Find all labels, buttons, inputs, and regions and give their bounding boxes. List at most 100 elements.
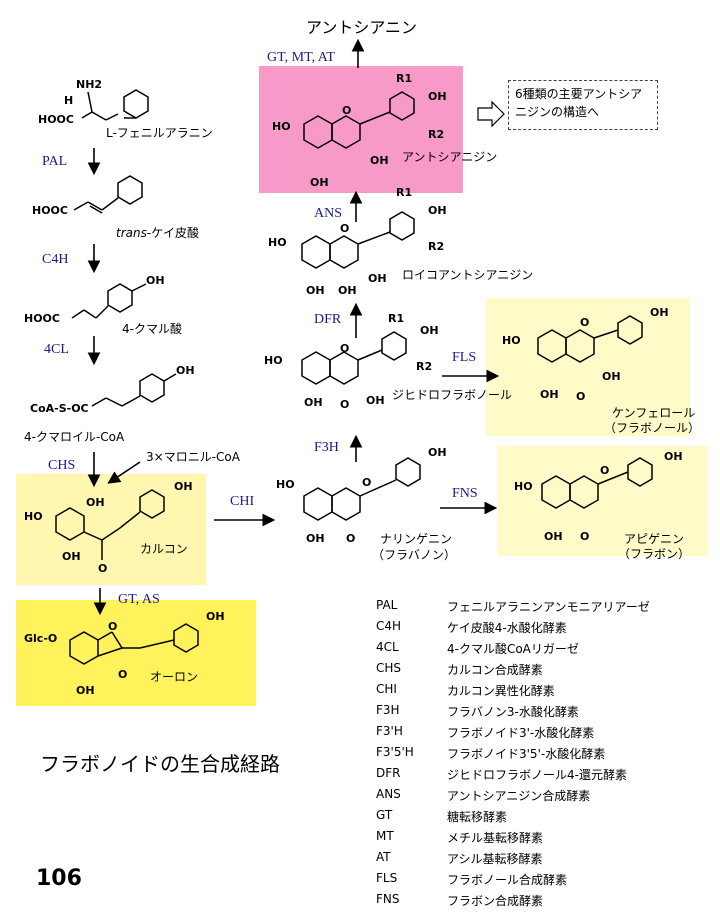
dihydroflavonol-label: ジヒドロフラボノール [392,388,513,402]
enzyme-dfr: DFR [314,312,342,327]
legend-abbr: F3H [376,703,400,717]
enzyme-ans: ANS [314,206,343,221]
atom-oh-naringenin-b: OH [428,446,447,459]
atom-o-aurone: O [118,668,128,681]
kaempferol-ring-a [537,329,567,363]
legend-name: 糖転移酵素 [447,810,508,824]
legend-name: カルコン合成酵素 [447,663,543,677]
atom-glc-o: Glc-O [24,632,58,645]
atom-oh-chalcone-6: OH [62,550,81,563]
enzyme-pal: PAL [42,154,68,169]
atom-oh-antho-5: OH [310,176,329,189]
legend-name: アントシアニジン合成酵素 [447,789,591,803]
legend-abbr: F3'H [376,724,403,738]
atom-o-antho-ring: O [342,104,352,117]
atom-o-kaempferol-ring: O [580,316,590,329]
legend-name: アシル基転移酵素 [447,852,543,866]
legend-abbr: C4H [376,619,402,633]
atom-o-chalcone: O [98,562,108,575]
flavonol-panel [486,298,690,436]
anthocyanidin-panel [259,66,463,193]
coumaric-ring [107,283,133,313]
atom-hooc-3: HOOC [24,312,60,325]
atom-oh-antho-b: OH [428,90,447,103]
legend-name: フェニルアラニンアンモニアリアーゼ [447,600,650,614]
aurone-ring-b [173,623,199,653]
coumaroyl-ring [139,373,165,403]
enzyme-gt-mt-at: GT, MT, AT [267,50,335,65]
atom-o-naringenin: O [346,532,356,545]
legend-abbr: FLS [376,871,398,885]
aurone-panel [16,600,256,706]
atom-r2-antho: R2 [428,128,445,141]
naringenin-ring-b [395,457,421,487]
atom-o-aurone-ring: O [108,620,118,633]
apigenin-label: アピゲニン [624,532,685,546]
atom-ho-chalcone: HO [24,510,43,523]
naringenin-label: ナリンゲニン [380,532,453,546]
legend-name: フラボノール合成酵素 [447,873,568,887]
enzyme-c4h: C4H [42,252,69,267]
atom-o-dihydro-ring: O [340,342,350,355]
leuco-ring-b [389,211,415,241]
kaempferol-label: ケンフェロール [612,406,696,420]
legend-abbr: CHS [376,661,402,675]
legend-name: 4-クマル酸CoAリガーゼ [447,642,579,656]
chalcone-panel [16,474,206,585]
anthocyanidin-label: アントシアニジン [402,150,498,164]
enzyme-chs: CHS [48,458,76,473]
legend-name: フラボノイド3'-水酸化酵素 [447,726,595,740]
atom-ho-antho: HO [272,120,291,133]
atom-r1-dihydro: R1 [388,312,405,325]
atom-oh-chalcone-2: OH [86,496,105,509]
atom-oh-leuco-4: OH [338,284,357,297]
atom-oh-apigenin-5: OH [544,530,563,543]
malonyl-coa-label: 3×マロニル-CoA [146,450,240,464]
atom-ho-dihydro: HO [264,354,283,367]
dihydroflavonol-ring-c [329,351,359,385]
legend-name: フラボノイド3'5'-水酸化酵素 [447,747,606,761]
legend-abbr: FNS [376,892,400,906]
cinnamic-label: trans-ケイ皮酸 [116,224,199,241]
note-box: 6種類の主要アントシアニジンの構造へ [508,80,658,130]
atom-o-apigenin-ring: O [600,464,610,477]
flavone-panel [498,446,708,556]
atom-oh-kaempferol-5: OH [540,388,559,401]
atom-nh2: NH2 [76,78,103,91]
atom-o-naringenin-ring: O [362,476,372,489]
legend-abbr: ANS [376,787,401,801]
dihydroflavonol-ring-a [301,351,331,385]
atom-hooc-2: HOOC [32,204,68,217]
apigenin-ring-b [627,457,653,487]
naringenin-ring-a [303,487,333,521]
leucoanthocyanidin-label: ロイコアントシアニジン [402,268,534,282]
atom-oh-aurone-b: OH [206,610,225,623]
aurone-label: オーロン [150,670,199,684]
kaempferol-ring-c [565,329,595,363]
legend-abbr: 4CL [376,640,399,654]
atom-oh-leuco-b: OH [428,204,447,217]
apigenin-ring-a [541,475,571,509]
atom-r1-antho: R1 [396,72,413,85]
aurone-ring-a [69,631,99,665]
legend-abbr: DFR [376,766,401,780]
atom-h: H [64,94,74,107]
legend-name: ケイ皮酸4-水酸化酵素 [447,621,567,635]
enzyme-f3h: F3H [314,440,339,455]
atom-r2-dihydro: R2 [416,360,433,373]
atom-coa-s-oc: CoA-S-OC [30,402,89,415]
atom-oh-naringenin-5: OH [306,532,325,545]
page-title: フラボノイドの生合成経路 [40,752,280,776]
legend-abbr: MT [376,829,394,843]
atom-o-kaempferol: O [576,390,586,403]
leuco-ring-c [329,235,359,269]
apigenin-class-label: （フラボン） [618,547,691,561]
coumaric-label: 4-クマル酸 [122,322,182,336]
atom-oh-coumaroyl: OH [176,364,195,377]
anthocyanidin-ring-b [389,91,415,121]
legend-name: カルコン異性化酵素 [447,684,555,698]
enzyme-fls: FLS [452,350,477,365]
arrow-to-note [477,100,505,128]
atom-oh-dihydro-3: OH [366,394,385,407]
cinnamic-rest: -ケイ皮酸 [146,226,199,240]
